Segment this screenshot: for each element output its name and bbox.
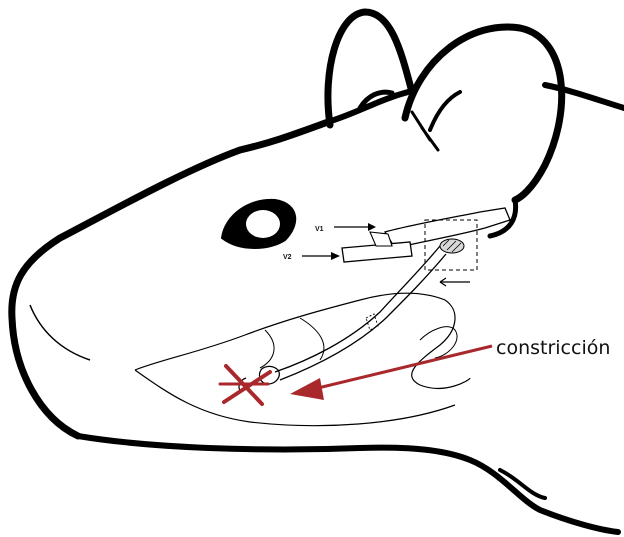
hatched-node [440,239,464,253]
jaw-lower [135,370,455,426]
back-ear [405,27,562,200]
pointer-arrow-1 [440,278,470,286]
head-outline [12,122,328,436]
neck-line [545,85,624,108]
constriction-arrowhead [290,378,324,400]
v2-label: V2 [283,254,292,261]
back-ear-inner [430,92,460,130]
throat-outline [78,436,618,532]
v1-label: V1 [315,226,324,233]
duct-upper [275,246,440,372]
snout-inner-line [30,305,90,360]
v2-arrowhead [331,252,340,260]
v1-arrowhead [368,223,376,231]
jaw-inner [260,318,324,368]
eye-highlight [246,210,280,238]
constriction-label: constricción [496,337,610,359]
jaw-muscle [135,293,470,388]
